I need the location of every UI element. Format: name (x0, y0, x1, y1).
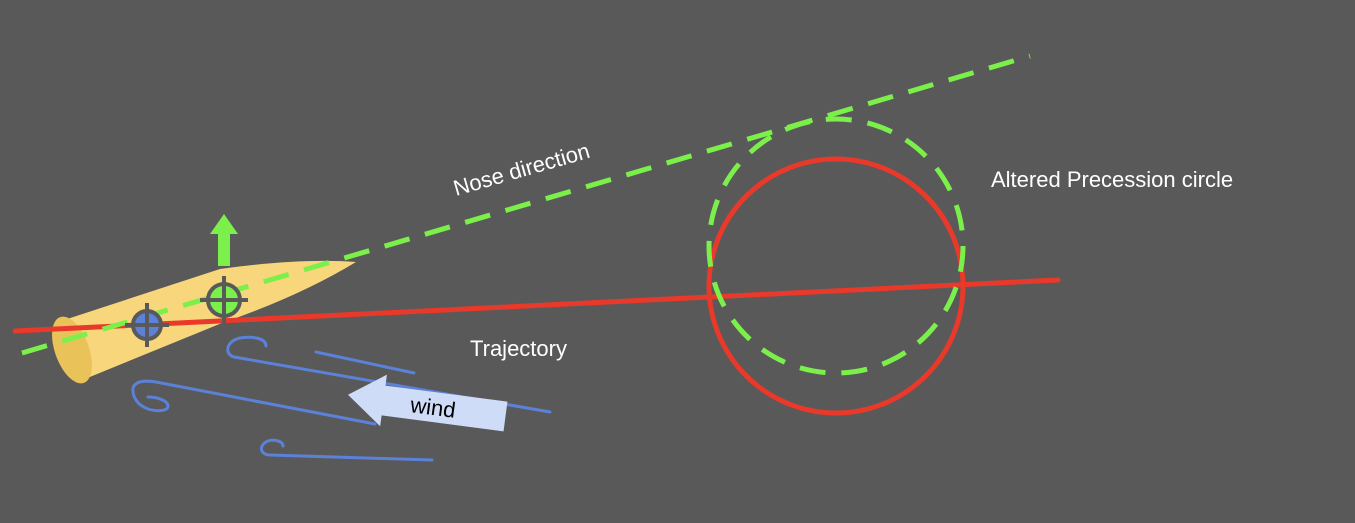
wind-streak-middle (131, 379, 377, 426)
precession-circle-original (706, 156, 966, 416)
wind-streak-top (226, 335, 552, 414)
nose-direction-line (21, 53, 1031, 356)
wind-label: wind (408, 392, 457, 423)
precession-circle-label: Altered Precession circle (991, 167, 1233, 192)
altered-precession-circle (706, 116, 966, 376)
center-of-mass-crosshair-icon (125, 303, 169, 347)
wind-streak-bottom (260, 438, 434, 462)
wind-streak-short (314, 350, 416, 375)
wind-streaks (131, 335, 552, 462)
nose-direction-label: Nose direction (450, 138, 592, 201)
lift-arrow-icon (210, 214, 238, 266)
wind-arrow-icon: wind (347, 374, 508, 432)
trajectory-label: Trajectory (470, 336, 567, 361)
trajectory-line (12, 277, 1061, 334)
center-of-pressure-crosshair-icon (200, 276, 248, 324)
